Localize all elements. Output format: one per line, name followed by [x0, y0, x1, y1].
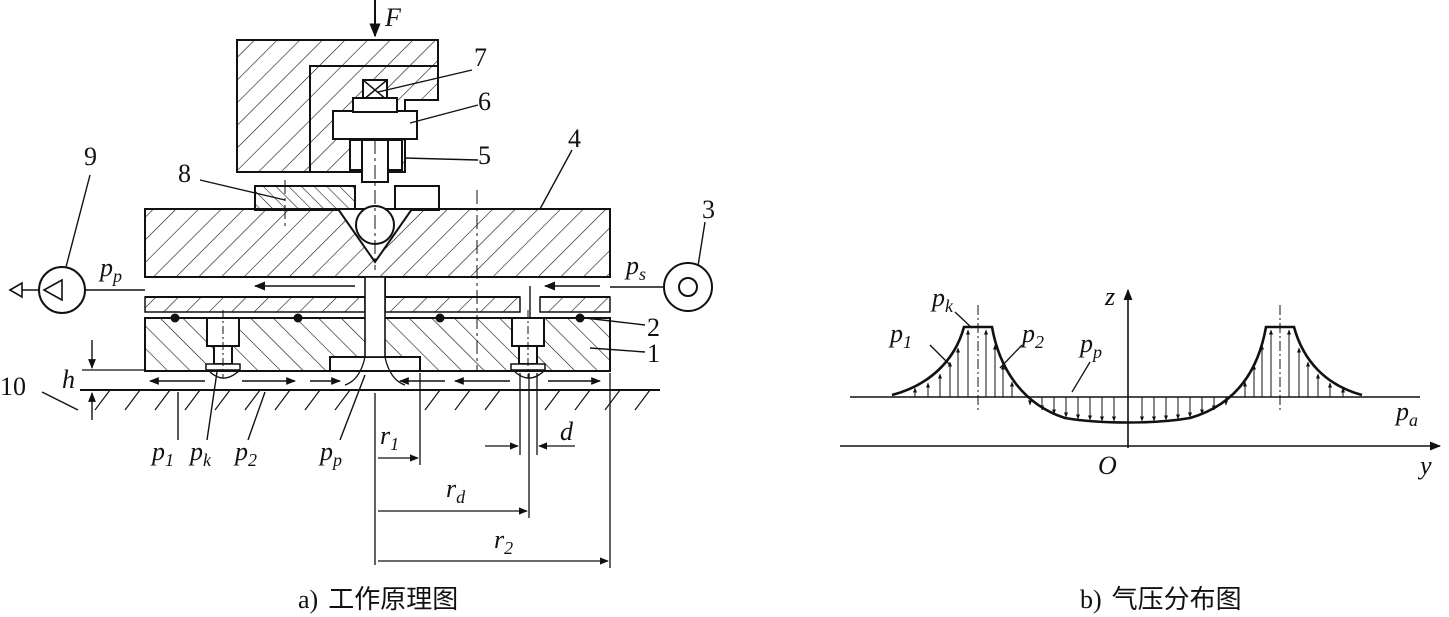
radius-dimensions	[374, 373, 611, 568]
part-label-1: 1	[647, 339, 660, 368]
seal-dot	[435, 313, 445, 323]
part-label-3: 3	[702, 195, 715, 224]
seal-dot	[170, 313, 180, 323]
caption-b: b)气压分布图	[1080, 585, 1242, 614]
label-pp-recess: pp	[318, 437, 342, 470]
label-p1-b: p1	[888, 319, 912, 352]
label-ps-inlet: ps	[624, 251, 646, 284]
leader-lines	[41, 69, 706, 441]
part-label-7: 7	[474, 43, 487, 72]
central-recess	[329, 356, 421, 372]
part-label-4: 4	[568, 124, 581, 153]
label-pk: pk	[188, 437, 212, 470]
part-label-6: 6	[478, 87, 491, 116]
leader-lines-b	[929, 311, 1091, 393]
pressure-arrows-down-center	[1028, 397, 1228, 422]
seal-dot	[293, 313, 303, 323]
label-rd: rd	[446, 474, 466, 507]
label-pp-outlet: pp	[98, 253, 122, 286]
label-r2: r2	[494, 525, 513, 558]
label-p2: p2	[233, 437, 257, 470]
label-d: d	[560, 417, 574, 446]
seal-dot	[575, 313, 585, 323]
part-label-10: 10	[0, 372, 26, 401]
label-z: z	[1104, 282, 1115, 311]
diagram-a-working-principle: F	[0, 0, 715, 614]
part-label-2: 2	[647, 313, 660, 342]
screw-shank	[352, 97, 398, 113]
label-pk-b: pk	[930, 283, 954, 316]
part-label-8: 8	[178, 159, 191, 188]
label-p1: p1	[150, 437, 174, 470]
pressure-arrows-up-right	[1243, 329, 1345, 397]
nut-part-6	[332, 110, 418, 140]
caption-a: a)工作原理图	[298, 585, 458, 614]
force-label: F	[384, 3, 402, 32]
label-origin: O	[1098, 451, 1117, 480]
part-label-5: 5	[478, 141, 491, 170]
pressure-arrows-up-left	[913, 329, 1014, 397]
label-h: h	[62, 365, 75, 394]
ground-hatch	[94, 389, 651, 411]
label-y: y	[1417, 451, 1432, 480]
block-part-8	[254, 185, 356, 211]
pressure-curve	[891, 325, 1363, 424]
label-r1: r1	[380, 421, 399, 454]
diagram-b-pressure-distribution: z y O pa pk p1 p2 pp b)气压分布图	[840, 282, 1442, 614]
label-p2-b: p2	[1020, 319, 1044, 352]
label-pa: pa	[1394, 397, 1418, 430]
label-pp-b: pp	[1078, 329, 1102, 362]
part-label-9: 9	[84, 142, 97, 171]
